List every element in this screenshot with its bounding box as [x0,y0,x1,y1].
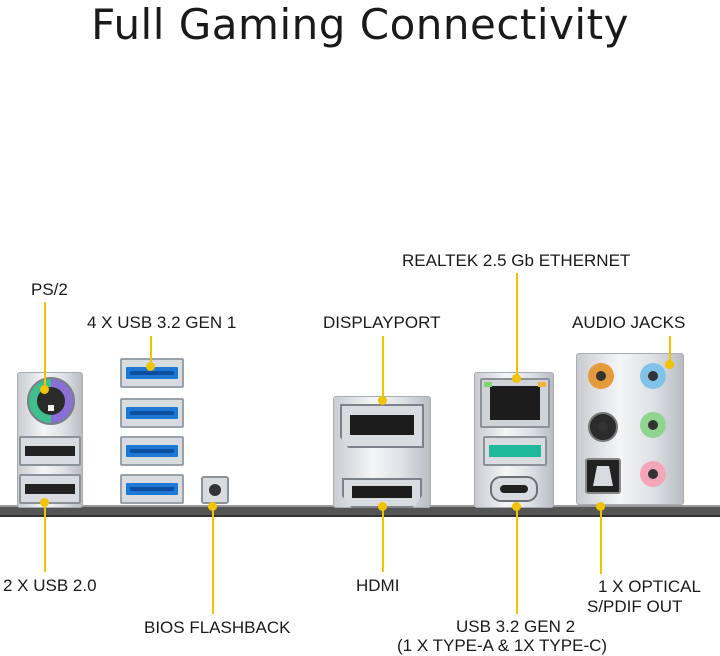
leader-usb32-gen1 [150,336,152,366]
leader-ps2 [44,302,46,392]
usb-gen2-type-a-port[interactable] [483,436,547,466]
label-audio-jacks: AUDIO JACKS [572,313,686,332]
label-usb20: 2 X USB 2.0 [3,576,97,595]
leader-dot-usb32-gen1 [146,362,155,371]
leader-dot-ethernet [512,374,521,383]
audio-jack-green[interactable] [640,412,666,438]
usb-c-port-icon[interactable] [490,476,538,502]
audio-jack-blue[interactable] [640,363,666,389]
leader-hdmi [382,506,384,572]
audio-jack-pink[interactable] [640,461,666,487]
leader-dot-displayport [378,396,387,405]
label-ethernet: REALTEK 2.5 Gb ETHERNET [402,251,631,270]
audio-jack-orange[interactable] [588,363,614,389]
leader-usb32-gen2 [516,506,518,614]
leader-dot-hdmi [378,502,387,511]
leader-dot-audio [665,360,674,369]
leader-bios [212,506,214,614]
usb3-port-4[interactable] [120,474,184,504]
label-bios-flashback: BIOS FLASHBACK [144,618,291,637]
usb3-port-3[interactable] [120,436,184,466]
label-displayport: DISPLAYPORT [323,313,441,332]
label-ps2: PS/2 [31,280,68,299]
displayport-icon[interactable] [340,404,424,448]
leader-dot-optical [596,502,605,511]
leader-dot-usb20 [40,498,49,507]
bios-flashback-button[interactable] [201,476,229,504]
label-optical: 1 X OPTICAL [598,577,701,596]
audio-jack-black[interactable] [588,412,618,442]
usb2-port-2[interactable] [19,474,81,504]
label-usb32-gen2-types: (1 X TYPE-A & 1X TYPE-C) [397,636,608,655]
leader-displayport [382,336,384,402]
optical-spdif-icon[interactable] [585,458,621,494]
leader-optical [600,506,602,574]
ps2-port-icon[interactable] [27,377,75,425]
rj45-port-icon[interactable] [480,378,550,428]
leader-dot-ps2 [40,385,49,394]
label-spdif-out: S/PDIF OUT [587,597,683,616]
leader-dot-usb32-gen2 [512,502,521,511]
usb3-port-2[interactable] [120,398,184,428]
label-usb32-gen2: USB 3.2 GEN 2 [456,617,576,636]
page-title: Full Gaming Connectivity [91,0,629,49]
leader-ethernet [516,273,518,379]
label-usb32-gen1: 4 X USB 3.2 GEN 1 [87,313,237,332]
usb3-port-1[interactable] [120,358,184,388]
leader-usb20 [44,502,46,572]
leader-audio [669,336,671,364]
leader-dot-bios [208,502,217,511]
usb2-port-1[interactable] [19,436,81,466]
label-hdmi: HDMI [356,576,400,595]
